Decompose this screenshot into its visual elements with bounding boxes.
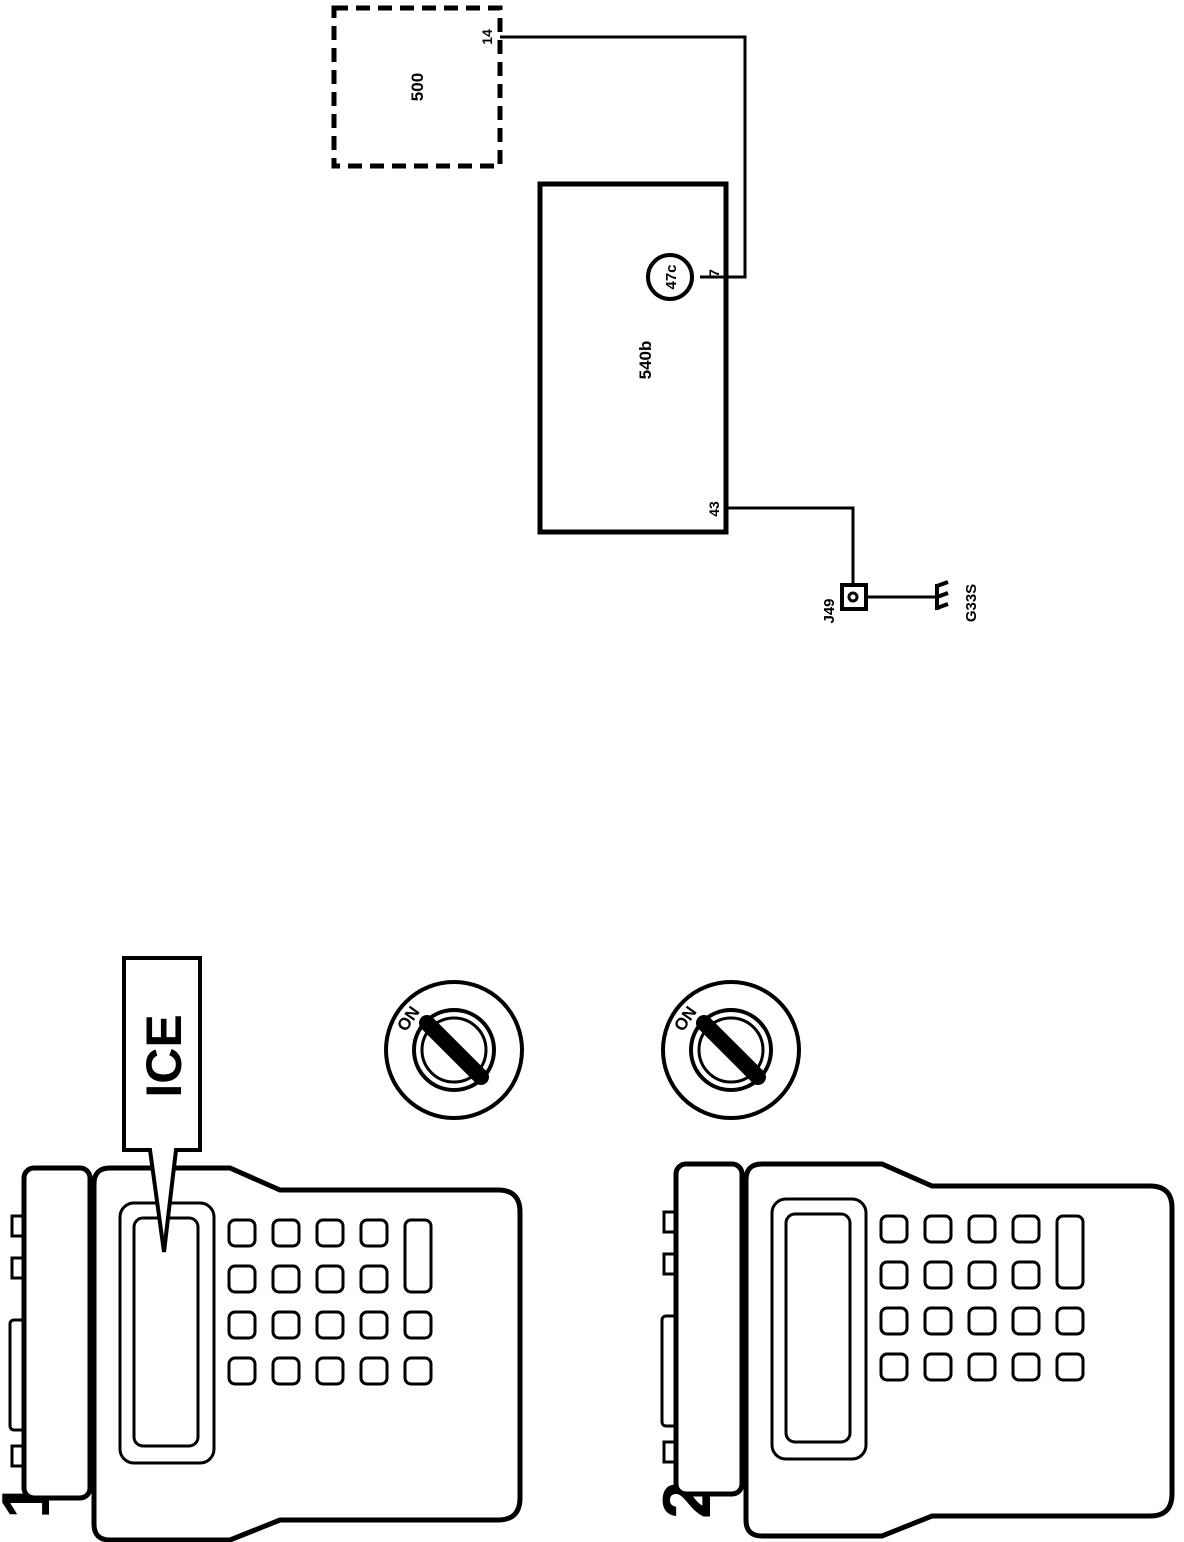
ice-callout-text: ICE (136, 1014, 192, 1097)
scan-tool-1-icon (8, 1165, 523, 1542)
module-500-pin-label: 14 (479, 29, 495, 45)
step-2-panel: 2 (649, 980, 1175, 1539)
connector-47c-circle (646, 253, 694, 301)
junction-j49-box (840, 583, 868, 611)
ignition-switch-2-icon (661, 980, 801, 1120)
connector-47c-label: 47c (663, 264, 680, 289)
ground-g33s-label: G33S (963, 584, 980, 622)
wiring-schematic (331, 5, 949, 611)
module-540b-pin-bottom-label: 43 (706, 501, 722, 517)
ground-icon (935, 580, 949, 610)
module-500-box (331, 5, 503, 169)
scan-tool-2-icon (660, 1161, 1175, 1539)
module-500-label: 500 (408, 73, 427, 101)
wire-500-to-540b (500, 35, 747, 279)
module-540b-box (537, 181, 729, 535)
junction-j49-dot (847, 591, 859, 603)
module-540b-pin-top-label: 7 (706, 269, 722, 277)
module-540b-label: 540b (636, 341, 655, 380)
junction-j49-label: J49 (821, 598, 838, 623)
wire-540b-to-j49 (726, 506, 855, 585)
ignition-switch-1-icon (384, 980, 524, 1120)
step-1-panel: 1 (0, 956, 524, 1542)
ice-callout-bubble (122, 956, 202, 1253)
